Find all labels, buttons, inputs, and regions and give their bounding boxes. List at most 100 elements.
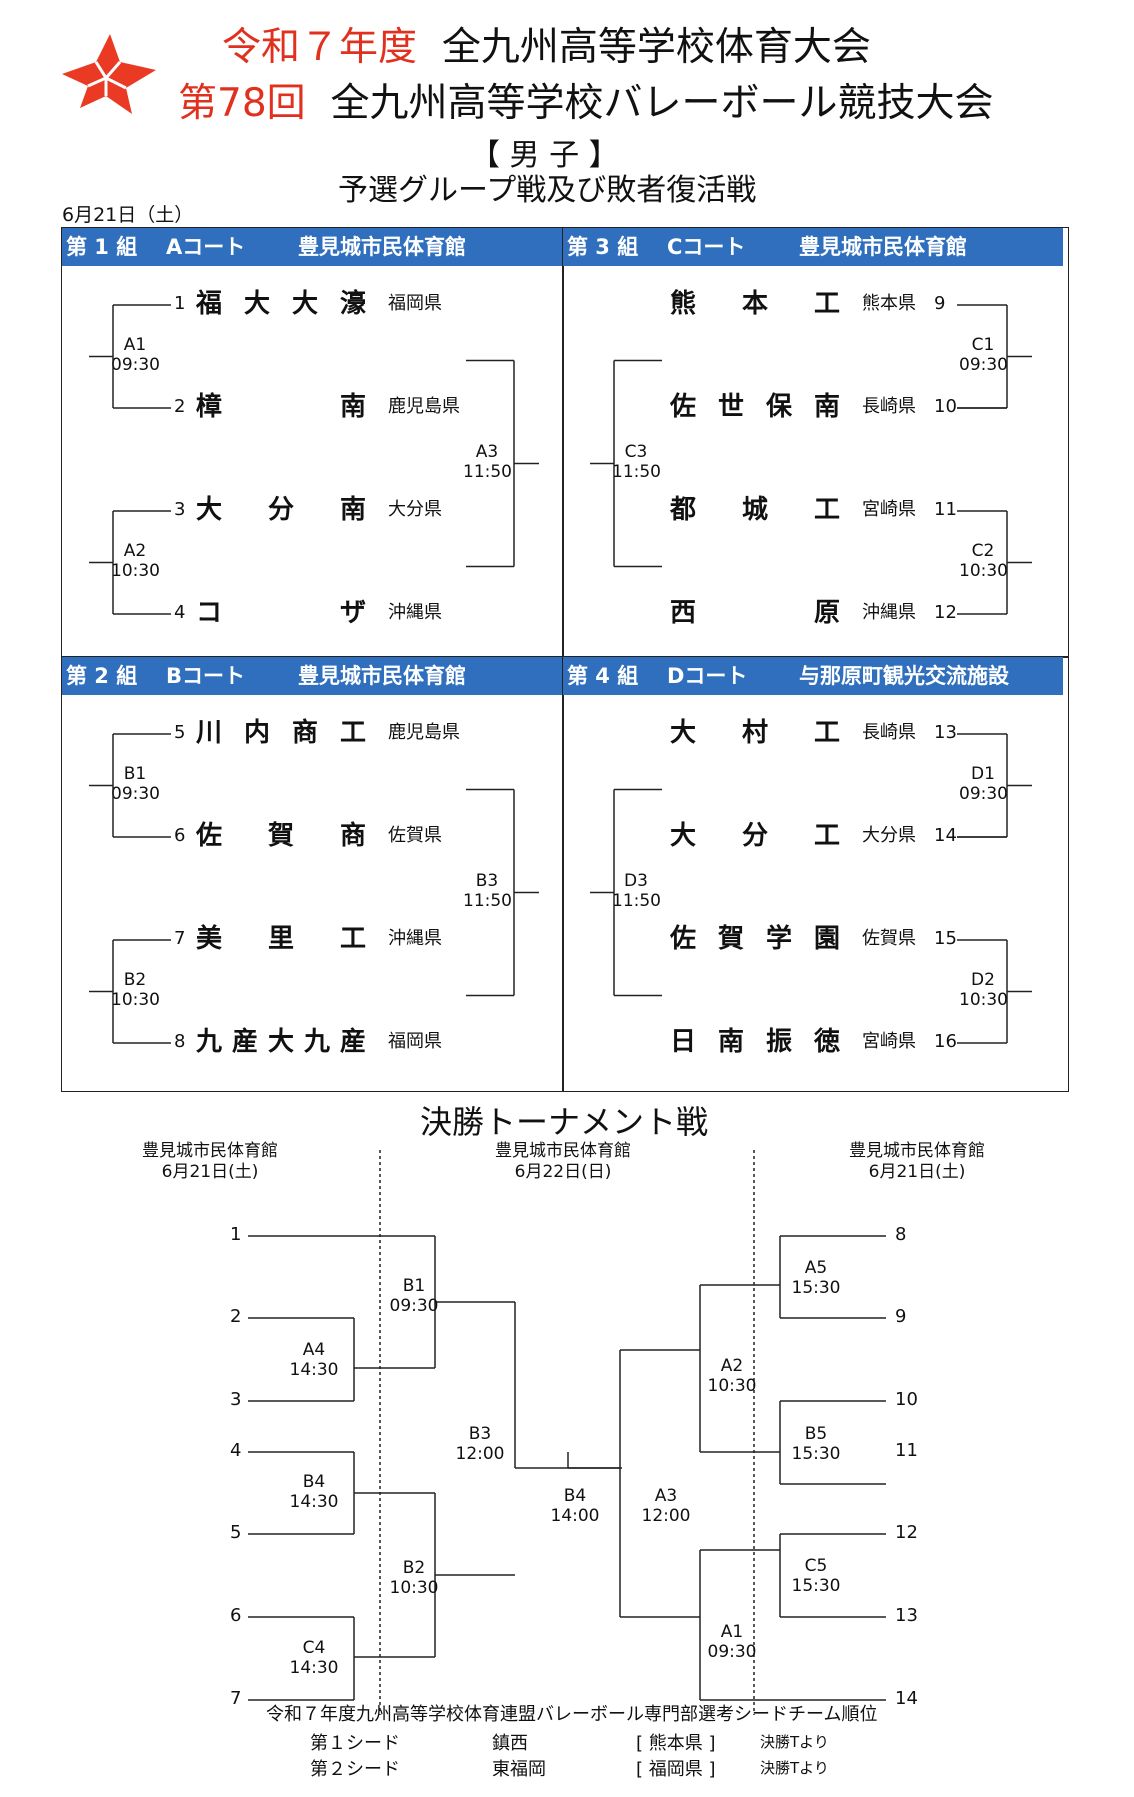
final-match-label: A5 15:30 xyxy=(791,1258,841,1298)
group-venue: 豊見城市民体育館 xyxy=(799,235,967,259)
match-label: D2 10:30 xyxy=(959,969,1008,1010)
match-label: D3 11:50 xyxy=(612,870,661,911)
team-name-char: 西 xyxy=(670,598,697,628)
group-court: Bコート xyxy=(166,664,246,688)
team-name-char: 徳 xyxy=(813,1027,840,1057)
team-name-char: 産 xyxy=(231,1027,258,1057)
group-date: 6月21日（土） xyxy=(62,204,194,226)
seed-team: 東福岡 xyxy=(492,1759,546,1780)
team-name: 佐世保南 xyxy=(670,394,840,420)
match-label: B1 09:30 xyxy=(111,763,160,804)
team-seed: 7 xyxy=(174,928,186,949)
team-name-char: 熊 xyxy=(670,289,697,319)
team-name-char: 大 xyxy=(670,821,697,851)
final-seed-left: 4 xyxy=(230,1440,242,1461)
group-court: Cコート xyxy=(667,235,746,259)
match-label: C1 09:30 xyxy=(959,334,1008,375)
header-event: 全九州高等学校体育大会 xyxy=(441,25,871,70)
team-name: 熊本工 xyxy=(670,291,840,317)
team-name-char: 賀 xyxy=(717,924,744,954)
team-seed: 13 xyxy=(934,722,957,743)
team-name-char: 工 xyxy=(339,924,366,954)
final-seed-right: 13 xyxy=(895,1605,918,1626)
final-venue-center: 豊見城市民体育館 6月22日(日) xyxy=(495,1141,631,1182)
team-name-char: 佐 xyxy=(670,392,697,422)
team-name-char: 工 xyxy=(813,718,840,748)
final-seed-left: 7 xyxy=(230,1688,242,1709)
team-name: 西原 xyxy=(670,600,840,626)
team-name-char: 南 xyxy=(813,392,840,422)
final-match-label: B2 10:30 xyxy=(389,1558,439,1598)
final-venue-left: 豊見城市民体育館 6月21日(土) xyxy=(142,1141,278,1182)
team-name: 日南振徳 xyxy=(670,1029,840,1055)
final-seed-left: 6 xyxy=(230,1605,242,1626)
page-subtitle: 予選グループ戦及び敗者復活戦 xyxy=(338,173,757,208)
team-pref: 福岡県 xyxy=(388,293,442,314)
group-court: Dコート xyxy=(667,664,748,688)
seed-note: 決勝Tより xyxy=(760,1733,829,1751)
team-pref: 佐賀県 xyxy=(388,825,442,846)
team-pref: 沖縄県 xyxy=(388,602,442,623)
team-pref: 大分県 xyxy=(862,825,916,846)
match-label: B2 10:30 xyxy=(111,969,160,1010)
final-seed-left: 1 xyxy=(230,1224,242,1245)
team-name-char: 都 xyxy=(670,495,697,525)
final-match-label: B4 14:00 xyxy=(550,1486,600,1526)
team-name-char: 九 xyxy=(303,1027,330,1057)
team-name-char: 九 xyxy=(196,1027,223,1057)
team-name-char: 佐 xyxy=(196,821,223,851)
final-venue-right: 豊見城市民体育館 6月21日(土) xyxy=(849,1141,985,1182)
team-seed: 12 xyxy=(934,602,957,623)
seed-rank: 第２シード xyxy=(310,1759,400,1780)
team-name-char: 分 xyxy=(267,495,294,525)
team-name-char: 工 xyxy=(813,289,840,319)
team-name-char: 大 xyxy=(267,1027,294,1057)
team-name-char: 振 xyxy=(765,1027,792,1057)
team-name: 九産大九産 xyxy=(196,1029,366,1055)
team-seed: 1 xyxy=(174,293,186,314)
final-match-label: A2 10:30 xyxy=(707,1356,757,1396)
team-name-char: 賀 xyxy=(267,821,294,851)
team-name-char: 本 xyxy=(741,289,768,319)
team-name: 美里工 xyxy=(196,926,366,952)
team-name-char: ザ xyxy=(339,598,366,628)
group-court: Aコート xyxy=(166,235,246,259)
group-number: 第 2 組 xyxy=(66,664,138,688)
match-label: C2 10:30 xyxy=(959,540,1008,581)
seed-pref: [ 福岡県 ] xyxy=(636,1759,716,1780)
team-name-char: 城 xyxy=(741,495,768,525)
final-title: 決勝トーナメント戦 xyxy=(420,1103,709,1141)
team-name-char: 内 xyxy=(243,718,270,748)
final-match-label: B4 14:30 xyxy=(289,1472,339,1512)
team-seed: 11 xyxy=(934,499,957,520)
team-pref: 熊本県 xyxy=(862,293,916,314)
team-name-char: 商 xyxy=(291,718,318,748)
team-name-char: 工 xyxy=(339,718,366,748)
team-seed: 8 xyxy=(174,1031,186,1052)
team-name-char: 工 xyxy=(813,821,840,851)
team-name-char: 商 xyxy=(339,821,366,851)
team-pref: 福岡県 xyxy=(388,1031,442,1052)
team-name-char: 美 xyxy=(196,924,223,954)
team-pref: 鹿児島県 xyxy=(388,722,460,743)
team-pref: 鹿児島県 xyxy=(388,396,460,417)
group-header: 第 2 組 Bコート 豊見城市民体育館 xyxy=(62,657,562,695)
team-name-char: 大 xyxy=(670,718,697,748)
match-label: A2 10:30 xyxy=(111,540,160,581)
final-seed-left: 5 xyxy=(230,1522,242,1543)
team-seed: 4 xyxy=(174,602,186,623)
final-seed-left: 2 xyxy=(230,1306,242,1327)
team-name-char: 大 xyxy=(291,289,318,319)
team-name: 大分工 xyxy=(670,823,840,849)
team-name: 都城工 xyxy=(670,497,840,523)
seed-pref: [ 熊本県 ] xyxy=(636,1733,716,1754)
team-name-char: 産 xyxy=(339,1027,366,1057)
final-match-label: A1 09:30 xyxy=(707,1622,757,1662)
group-venue: 豊見城市民体育館 xyxy=(298,664,466,688)
final-match-label: B1 09:30 xyxy=(389,1276,439,1316)
team-name: 佐賀学園 xyxy=(670,926,840,952)
team-seed: 9 xyxy=(934,293,946,314)
final-match-label: B5 15:30 xyxy=(791,1424,841,1464)
